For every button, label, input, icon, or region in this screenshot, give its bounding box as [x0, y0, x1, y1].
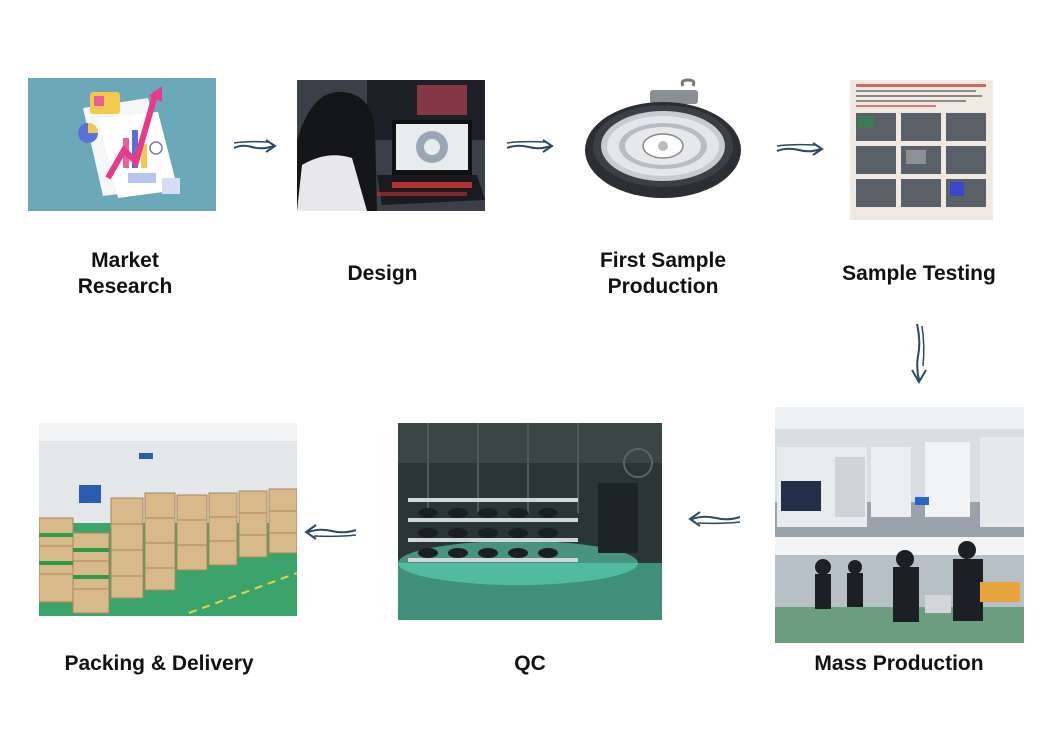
step-label-qc: QC — [514, 652, 546, 675]
qc-image — [398, 423, 662, 620]
arrow-left-icon — [686, 509, 742, 529]
step-label-design: Design — [347, 262, 418, 285]
step-label-mass-production: Mass Production — [814, 652, 984, 675]
step-label-market-research: Market Research — [77, 249, 173, 298]
first-sample-image — [568, 78, 758, 211]
step-label-sample-testing: Sample Testing — [842, 262, 996, 285]
arrow-left-icon — [302, 522, 358, 542]
arrow-right-icon — [775, 139, 825, 159]
step-label-packing-delivery: Packing & Delivery — [64, 652, 254, 675]
arrow-right-icon — [232, 136, 278, 156]
design-image — [297, 80, 485, 211]
packing-delivery-image — [39, 423, 297, 616]
market-research-image — [28, 78, 216, 211]
sample-testing-image — [850, 80, 993, 220]
arrow-right-icon — [505, 136, 555, 156]
step-label-first-sample-production: First Sample Production — [599, 249, 727, 298]
arrow-down-icon — [907, 322, 931, 386]
mass-production-image — [775, 407, 1024, 643]
